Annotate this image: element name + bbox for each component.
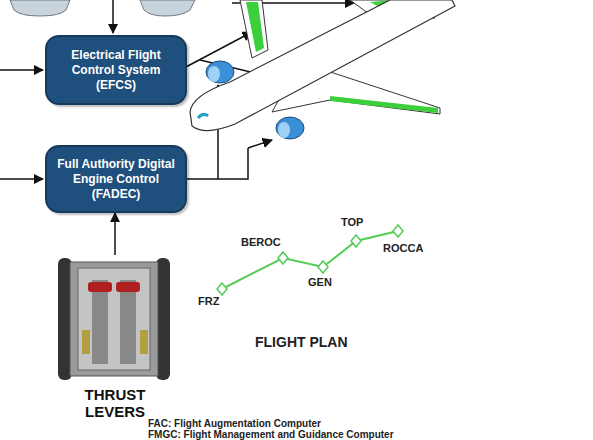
waypoint-name: FRZ [198, 295, 219, 307]
waypoint-name: ROCCA [383, 242, 423, 254]
flight-plan-route [217, 225, 403, 295]
thrust-lever-unit: THRUST LEVERS [55, 255, 175, 420]
abbreviation-note: FAC: Flight Augmentation Computer [148, 418, 321, 429]
section-label: FLIGHT PLAN [255, 334, 348, 350]
aircraft [190, 0, 455, 139]
cropped-display [10, 0, 70, 16]
abbreviation-note: FMGC: Flight Management and Guidance Com… [148, 429, 394, 440]
process-box: Full Authority Digital Engine Control (F… [45, 145, 187, 213]
waypoint-name: BEROC [241, 236, 281, 248]
node-text: Full Authority Digital Engine Control (F… [47, 153, 185, 206]
node-text: THRUST LEVERS [75, 386, 155, 420]
cropped-display [140, 0, 195, 16]
node-text: Electrical Flight Control System (EFCS) [47, 44, 185, 97]
process-box: Electrical Flight Control System (EFCS) [45, 35, 187, 105]
connector-arrow [114, 213, 116, 255]
waypoint-name: TOP [341, 216, 363, 228]
thrust-levers [58, 258, 170, 380]
waypoint-name: GEN [308, 276, 332, 288]
